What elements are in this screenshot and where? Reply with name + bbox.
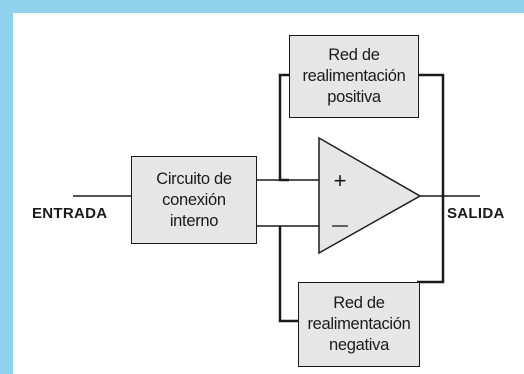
negative-feedback-label: Red de realimentación negativa: [307, 294, 411, 354]
frame-top-border: [0, 0, 524, 13]
op-amp-plus-sign: +: [334, 168, 347, 193]
internal-circuit-box: Circuito de conexión interno: [131, 156, 257, 244]
negative-feedback-box: Red de realimentación negativa: [298, 282, 420, 367]
op-amp-triangle: [318, 136, 422, 255]
negative-feedback-return: [417, 196, 445, 284]
negative-feedback-path: [278, 226, 300, 323]
output-label: SALIDA: [447, 205, 505, 222]
positive-feedback-path: [278, 73, 291, 182]
positive-feedback-label: Red de realimentación positiva: [302, 46, 406, 106]
positive-feedback-return: [417, 73, 445, 196]
internal-circuit-label: Circuito de conexión interno: [156, 169, 232, 230]
input-label: ENTRADA: [32, 205, 108, 222]
positive-feedback-box: Red de realimentación positiva: [289, 35, 419, 118]
frame-left-border: [0, 0, 13, 374]
